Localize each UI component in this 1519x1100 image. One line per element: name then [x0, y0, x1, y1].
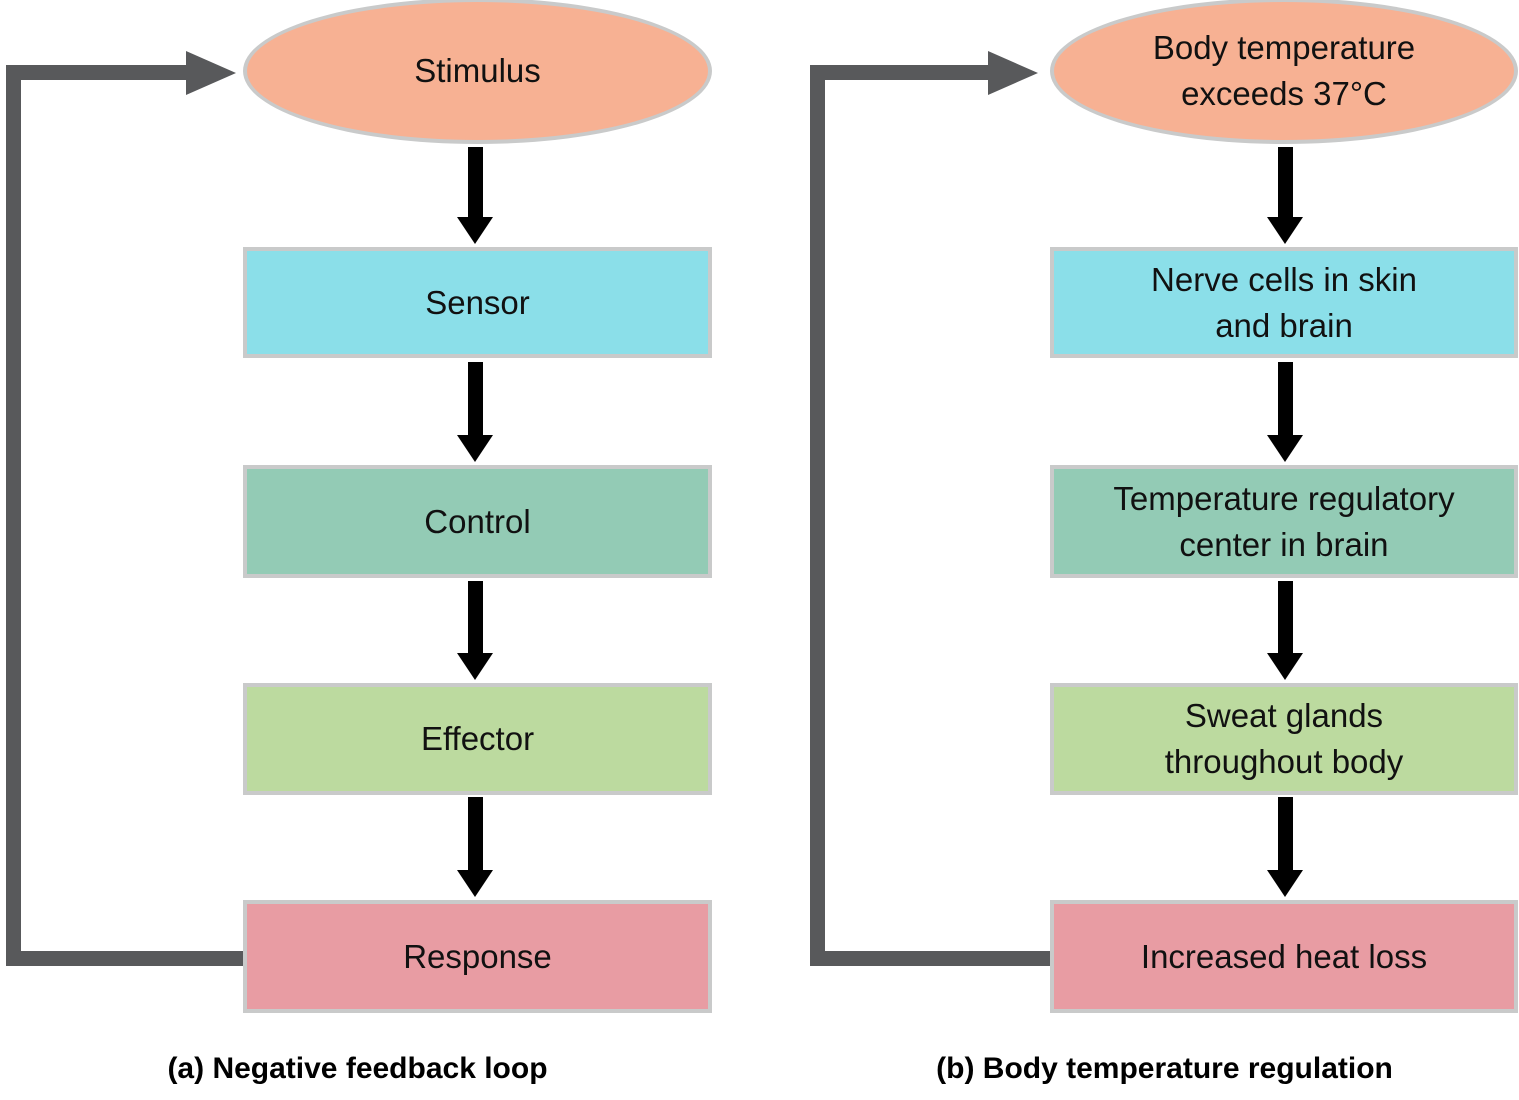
effector-node: Effector	[243, 683, 712, 795]
body-temperature-stimulus-label: Body temperature exceeds 37°C	[1152, 29, 1416, 112]
effector-label: Effector	[420, 720, 535, 758]
down-arrow-icon	[457, 581, 493, 680]
response-label: Response	[403, 937, 552, 975]
response-node: Response	[243, 900, 712, 1013]
feedback-loop-top-line-a	[6, 65, 188, 80]
down-arrow-icon	[1267, 147, 1303, 244]
feedback-loop-vertical-line-b	[810, 65, 825, 966]
down-arrow-icon	[1267, 797, 1303, 897]
body-temperature-stimulus-node: Body temperature exceeds 37°C	[1050, 0, 1518, 144]
stimulus-label: Stimulus	[414, 52, 541, 90]
down-arrow-icon	[1267, 362, 1303, 462]
down-arrow-icon	[457, 797, 493, 897]
feedback-loop-bottom-line-a	[6, 951, 243, 966]
down-arrow-icon	[1267, 581, 1303, 680]
temperature-center-control-label: Temperature regulatory center in brain	[1113, 479, 1455, 563]
temperature-center-control-node: Temperature regulatory center in brain	[1050, 465, 1518, 578]
stimulus-node: Stimulus	[243, 0, 712, 144]
nerve-cells-sensor-node: Nerve cells in skin and brain	[1050, 247, 1518, 358]
feedback-loop-arrowhead-icon-b	[988, 51, 1038, 95]
sweat-glands-effector-label: Sweat glands throughout body	[1164, 697, 1404, 780]
heat-loss-response-label: Increased heat loss	[1140, 937, 1428, 975]
sweat-glands-effector-node: Sweat glands throughout body	[1050, 683, 1518, 795]
sensor-node: Sensor	[243, 247, 712, 358]
control-node: Control	[243, 465, 712, 578]
feedback-loop-top-line-b	[810, 65, 990, 80]
feedback-loop-arrowhead-icon-a	[186, 51, 236, 95]
feedback-loop-bottom-line-b	[810, 951, 1050, 966]
caption-a: (a) Negative feedback loop	[167, 1052, 548, 1085]
heat-loss-response-node: Increased heat loss	[1050, 900, 1518, 1013]
down-arrow-icon	[457, 147, 493, 244]
caption-b: (b) Body temperature regulation	[936, 1052, 1393, 1085]
control-label: Control	[424, 502, 531, 540]
nerve-cells-sensor-label: Nerve cells in skin and brain	[1151, 260, 1417, 344]
feedback-loop-vertical-line-a	[6, 65, 21, 966]
sensor-label: Sensor	[425, 283, 530, 321]
down-arrow-icon	[457, 362, 493, 462]
